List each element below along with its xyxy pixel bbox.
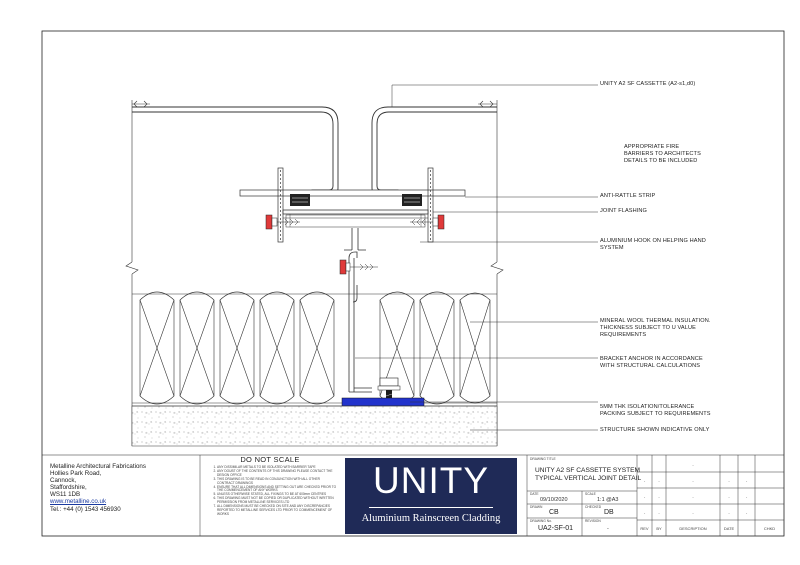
revision-cell: -: [658, 510, 660, 515]
drawing-title-line-1: UNITY A2 SF CASSETTE SYSTEM: [535, 467, 641, 474]
date-col-header: DATE: [723, 526, 735, 531]
revision-cell: -: [728, 478, 730, 483]
date-label: DATE: [530, 492, 539, 496]
revision-cell: -: [658, 494, 660, 499]
description-col-header: DESCRIPTION: [679, 526, 707, 531]
scale-value: 1:1 @A3: [597, 497, 619, 503]
drawing-title-line-2: TYPICAL VERTICAL JOINT DETAIL: [535, 475, 642, 482]
annotation-hook: ALUMINIUM HOOK ON HELPING HAND SYSTEM: [600, 238, 706, 251]
anti-rattle-strips: [290, 194, 422, 206]
revision-cell: -: [692, 462, 694, 467]
support-rail: [239, 189, 466, 197]
revision-cell: -: [692, 478, 694, 483]
company-name: Metalline Architectural Fabrications: [50, 463, 146, 470]
logo-tagline: Aluminium Rainscreen Cladding: [361, 513, 501, 524]
sheet-border: [41, 30, 785, 537]
annotation-anti-rattle: ANTI-RATTLE STRIP: [600, 193, 656, 199]
by-col-header: BY: [656, 526, 662, 531]
drawing-number-value: UA2-SF-01: [538, 525, 574, 532]
revision-cell: -: [658, 478, 660, 483]
revision-label: REVISION: [585, 519, 601, 523]
structure-concrete: [131, 405, 498, 447]
helping-hand-bracket: [344, 228, 372, 393]
company-website-link[interactable]: www.metalline.co.uk: [50, 498, 107, 506]
company-address-2: Cannock,: [50, 477, 77, 485]
leader-lines: [355, 84, 598, 431]
chkd-col-header: CHKD: [763, 526, 776, 531]
revision-cell: -: [745, 494, 748, 499]
revision-cell: -: [692, 494, 694, 499]
company-address-1: Hollies Park Road,: [50, 470, 102, 478]
general-note: ANY DISSIMILAR METALS TO BE ISOLATED WIT…: [217, 465, 337, 470]
bracket-fixing: [339, 259, 378, 275]
do-not-scale-notes: DO NOT SCALE ANY DISSIMILAR METALS TO BE…: [203, 456, 337, 517]
revision-cell: -: [728, 494, 730, 499]
drawn-label: DRAWN: [530, 505, 543, 509]
company-address-4: WS11 1DB: [50, 491, 81, 499]
break-marks: [132, 100, 497, 108]
revision-cell: -: [643, 510, 646, 515]
annotation-bracket: BRACKET ANCHOR IN ACCORDANCE WITH STRUCT…: [600, 356, 703, 369]
unity-logo: UNITY Aluminium Rainscreen Cladding: [345, 458, 517, 534]
logo-divider: [369, 507, 493, 508]
checked-value: DB: [604, 509, 614, 516]
revision-cell: -: [643, 478, 646, 483]
company-address-3: Staffordshire,: [50, 484, 87, 492]
insulation: [132, 291, 497, 405]
logo-brand: UNITY: [373, 460, 489, 501]
checked-label: CHECKED: [585, 505, 602, 509]
do-not-scale-title: DO NOT SCALE: [240, 455, 300, 464]
annotation-joint-flashing: JOINT FLASHING: [600, 208, 647, 214]
drawing-title-label: DRAWING TITLE: [530, 457, 556, 461]
general-note: THIS DRAWING MUST NOT BE COPIED OR DUPLI…: [217, 496, 337, 505]
company-telephone: Tel.: +44 (0) 1543 456930: [50, 505, 121, 513]
joint-flashing: [282, 209, 429, 228]
rev-col-header: REV: [640, 526, 649, 531]
general-note: UNLESS OTHERWISE STATED, ALL FIXINGS TO …: [217, 492, 337, 497]
revision-cell: -: [692, 510, 694, 515]
revision-cell: -: [745, 510, 748, 515]
drawing-number-label: DRAWING No.: [530, 519, 552, 523]
general-note: THIS DRAWING IS TO BE READ IN CONJUNCTIO…: [217, 477, 337, 486]
revision-cell: -: [643, 494, 646, 499]
company-details: Metalline Architectural Fabrications Hol…: [50, 463, 200, 513]
side-fixings: [265, 214, 445, 230]
drawn-value: CB: [549, 509, 559, 516]
scale-label: SCALE: [585, 492, 596, 496]
annotation-structure: STRUCTURE SHOWN INDICATIVE ONLY: [600, 427, 710, 433]
annotation-insulation: MINERAL WOOL THERMAL INSULATION. THICKNE…: [600, 318, 711, 338]
annotation-isolation: 5MM THK ISOLATION/TOLERANCE PACKING SUBJ…: [600, 404, 711, 417]
revision-cell: -: [745, 478, 748, 483]
general-note: ENSURE THAT ALL DIMENSIONS AND SETTING O…: [217, 485, 337, 494]
date-value: 09/10/2020: [540, 497, 568, 503]
annotation-cassette: UNITY A2 SF CASSETTE (A2-s1,d0): [600, 81, 696, 87]
general-note: ALL DIMENSIONS MUST BE CHECKED ON SITE A…: [217, 504, 337, 517]
revision-cell: -: [728, 510, 730, 515]
revision-value: -: [607, 526, 609, 532]
general-note: ANY DOUBT OF THE CONTENTS OF THIS DRAWIN…: [217, 469, 337, 478]
annotation-fire-barriers: APPROPRIATE FIRE BARRIERS TO ARCHITECTS …: [624, 144, 701, 164]
